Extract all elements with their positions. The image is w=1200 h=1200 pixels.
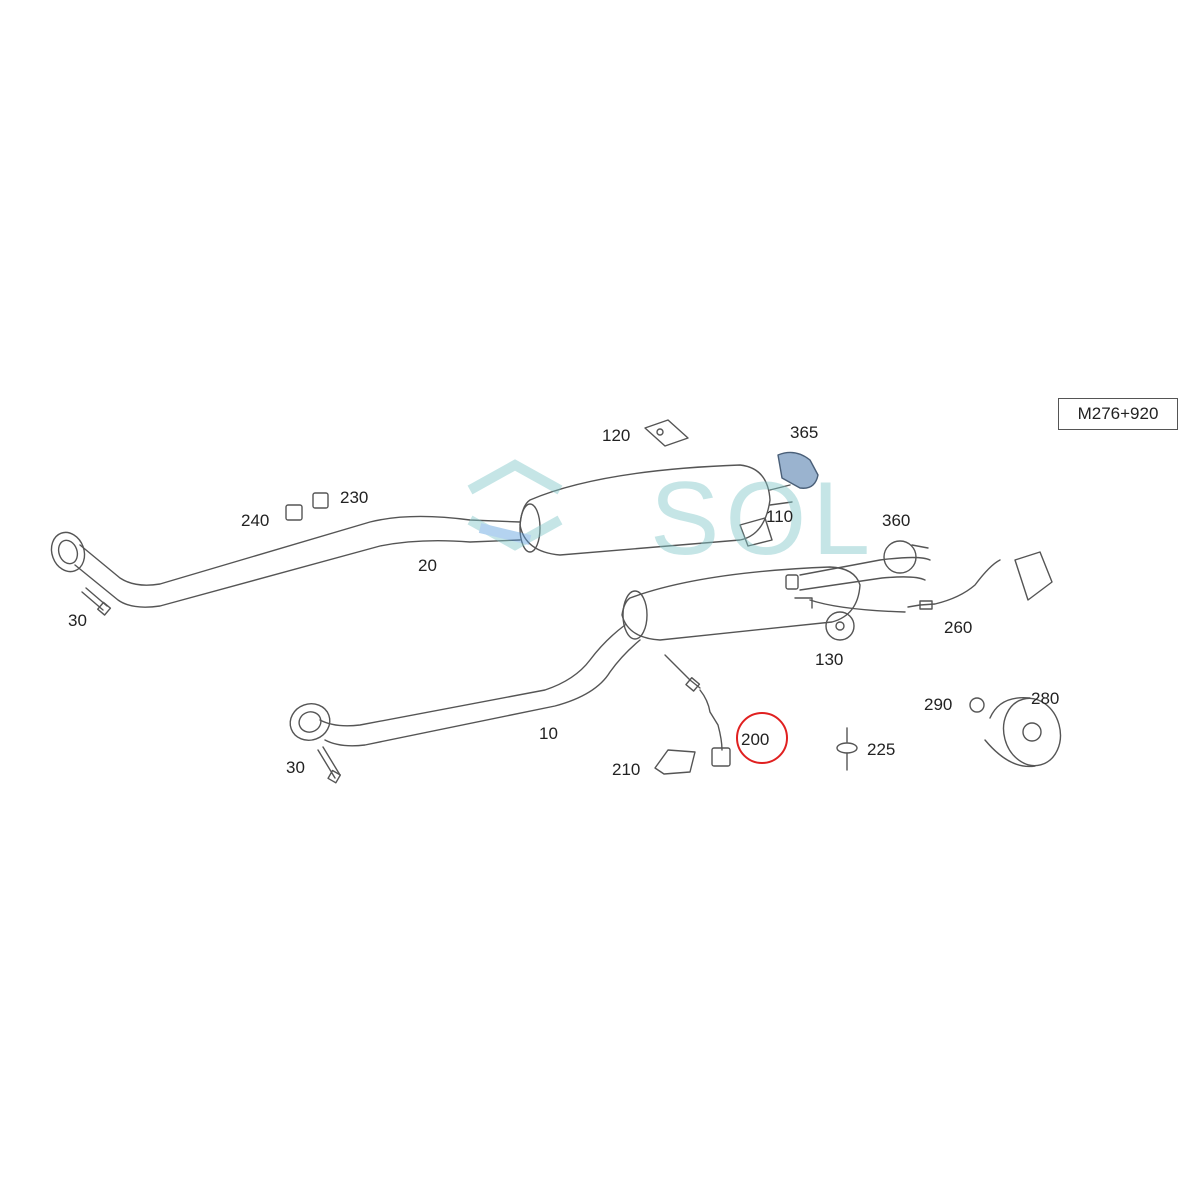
callout-225: 225 xyxy=(867,740,896,759)
highlight-circle-200 xyxy=(736,712,788,764)
callout-10: 10 xyxy=(539,724,558,743)
lower-front-pipe xyxy=(319,624,641,747)
washer-130 xyxy=(825,611,855,641)
upper-muffler xyxy=(519,464,793,556)
callout-20: 20 xyxy=(418,556,437,575)
callout-210: 210 xyxy=(612,760,641,779)
connector-210 xyxy=(654,749,696,775)
clamp-360 xyxy=(883,540,929,574)
rubber-mount-240 xyxy=(285,504,303,521)
tailpipe-tip-280 xyxy=(984,696,1062,768)
callout-30-upper: 30 xyxy=(68,611,87,630)
watermark-logo xyxy=(467,459,563,551)
oxygen-sensor-200 xyxy=(664,654,731,767)
upper-bolt xyxy=(81,587,112,616)
lower-flange xyxy=(289,703,331,741)
callout-30-lower: 30 xyxy=(286,758,305,777)
clamp-365 xyxy=(777,451,819,489)
callout-260: 260 xyxy=(944,618,973,637)
callout-360: 360 xyxy=(882,511,911,530)
callout-365: 365 xyxy=(790,423,819,442)
callout-230: 230 xyxy=(340,488,369,507)
callout-130: 130 xyxy=(815,650,844,669)
lower-bolt xyxy=(317,746,342,784)
oxygen-sensor-260 xyxy=(907,551,1053,610)
upper-front-pipe xyxy=(74,515,521,608)
pipe-hanger xyxy=(785,574,813,609)
callout-240: 240 xyxy=(241,511,270,530)
stud-225 xyxy=(836,727,858,771)
upper-flange xyxy=(50,531,86,573)
diagram-code-box: M276+920 xyxy=(1058,398,1178,430)
bracket-120 xyxy=(644,419,689,447)
callout-290: 290 xyxy=(924,695,953,714)
callout-110: 110 xyxy=(766,507,794,526)
hanger-110 xyxy=(739,517,773,547)
rubber-mount-230 xyxy=(312,492,329,509)
callout-280: 280 xyxy=(1031,689,1060,708)
tail-pipe xyxy=(799,556,931,613)
lower-muffler xyxy=(621,566,861,641)
nut-290 xyxy=(969,697,985,713)
callout-120: 120 xyxy=(602,426,631,445)
watermark-text: SOL xyxy=(650,461,877,577)
